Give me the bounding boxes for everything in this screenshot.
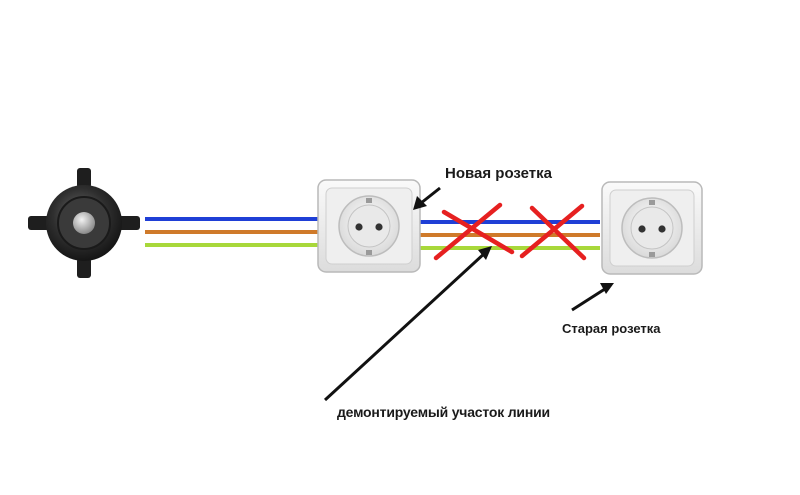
junction-box-icon bbox=[28, 168, 140, 278]
arrow-to-old-socket bbox=[571, 283, 614, 312]
power-socket-icon bbox=[601, 181, 703, 275]
removed-section-label: демонтируемый участок линии bbox=[337, 404, 550, 420]
cross-mark-icon bbox=[519, 203, 587, 261]
arrow-to-removed-section bbox=[323, 246, 492, 402]
cross-mark-icon bbox=[433, 202, 515, 261]
arrow-to-new-socket bbox=[413, 186, 441, 210]
wires-removed-section bbox=[420, 220, 600, 250]
new-socket-label: Новая розетка bbox=[445, 165, 553, 182]
wires-box-to-new-socket bbox=[145, 217, 318, 247]
old-socket-label: Старая розетка bbox=[562, 321, 661, 336]
power-socket-icon bbox=[317, 179, 421, 273]
